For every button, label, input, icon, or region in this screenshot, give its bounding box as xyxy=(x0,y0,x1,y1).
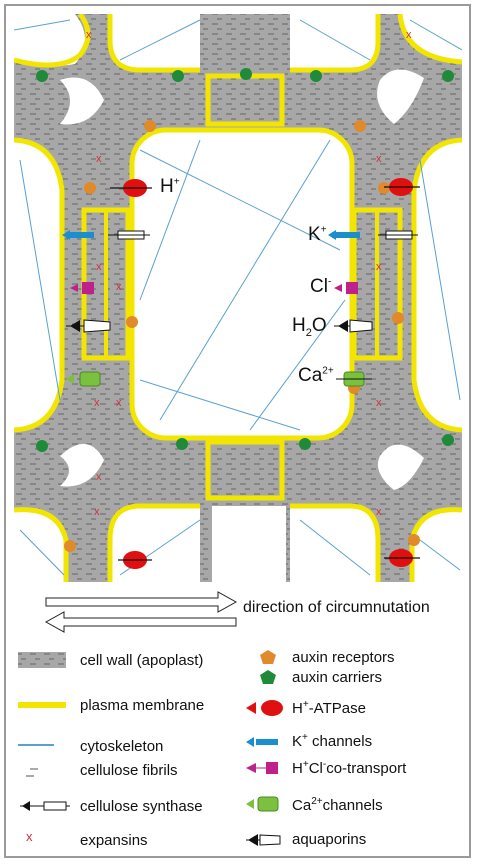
legend-expansins: expansins xyxy=(80,832,148,849)
svg-text:x: x xyxy=(116,281,122,293)
svg-text:x: x xyxy=(96,153,102,165)
cytoskeleton-lines xyxy=(14,19,462,576)
auxin-carriers xyxy=(36,68,454,452)
legend-hcl-cl: Cl xyxy=(308,760,323,777)
legend-ca-sup: 2+ xyxy=(311,796,323,807)
legend-hcl-rest: co-transport xyxy=(326,760,407,777)
legend-hcl-icon xyxy=(266,762,278,774)
legend-symbols: x xyxy=(18,650,283,846)
legend-hcl-sup2: - xyxy=(322,759,327,770)
legend-auxin-receptors: auxin receptors xyxy=(292,649,395,666)
legend-hcl-cotransport: H+Cl-co-transport xyxy=(292,759,406,777)
legend-k-sup: + xyxy=(302,732,308,743)
wall-chamber-bottom xyxy=(205,439,285,501)
legend-h-atpase-rest: -ATPase xyxy=(308,700,366,717)
svg-text:x: x xyxy=(376,153,382,165)
legend-k-channels: K+ channels xyxy=(292,732,372,750)
legend-hcl-h: H xyxy=(292,760,303,777)
ion-label-h2o: H2O xyxy=(292,315,327,339)
ion-label-cl: Cl- xyxy=(310,276,331,298)
legend-carrier-icon xyxy=(260,670,276,684)
legend-plasma-membrane: plasma membrane xyxy=(80,697,205,714)
h-atpase-pumps xyxy=(110,178,420,569)
ion-label-ca: Ca2+ xyxy=(298,365,334,387)
svg-text:x: x xyxy=(94,506,100,518)
svg-text:x: x xyxy=(96,471,102,483)
ion-h2o-o: O xyxy=(311,315,327,336)
legend-atpase-icon xyxy=(261,700,283,716)
svg-text:x: x xyxy=(376,506,382,518)
legend-ca-icon xyxy=(257,796,279,812)
svg-text:x: x xyxy=(376,397,382,409)
legend-h-atpase-sup: + xyxy=(302,699,309,710)
membrane-tl xyxy=(14,14,91,68)
svg-text:x: x xyxy=(94,397,100,409)
legend-k-channel-icon xyxy=(256,739,278,745)
hcl-cotransport xyxy=(70,282,358,294)
ion-label-k: K+ xyxy=(308,224,327,246)
ion-label-h: H+ xyxy=(160,176,180,198)
legend-k-pre: K xyxy=(292,733,303,750)
circumnutation-arrows xyxy=(44,591,238,633)
wall-chamber-top xyxy=(205,73,285,127)
svg-text:x: x xyxy=(376,261,382,273)
expansins-marks: x x x x x x x x x x x x x xyxy=(86,29,412,518)
ca-channels xyxy=(66,371,372,387)
direction-label: direction of circumnutation xyxy=(243,599,430,616)
cell-tissue: x x x x x x x x x x x x x xyxy=(14,14,462,582)
legend-auxin-carriers: auxin carriers xyxy=(292,669,383,686)
legend-cell-wall-icon xyxy=(18,652,66,668)
ion-ca-sup: 2+ xyxy=(322,365,334,377)
legend-cellulose-fibrils: cellulose fibrils xyxy=(80,762,178,779)
ion-cl-text: Cl xyxy=(310,276,328,297)
legend-receptor-icon xyxy=(260,650,276,664)
ion-h2o-sub: 2 xyxy=(305,326,312,339)
ion-k-sup: + xyxy=(320,224,327,236)
svg-text:x: x xyxy=(406,29,412,41)
ion-h-sup: + xyxy=(173,176,180,188)
svg-text:x: x xyxy=(86,29,92,41)
legend-cell-wall: cell wall (apoplast) xyxy=(80,652,204,669)
legend-cytoskeleton: cytoskeleton xyxy=(80,738,164,755)
svg-text:x: x xyxy=(96,261,102,273)
legend-ca-channels: Ca2+channels xyxy=(292,796,383,814)
legend-hcl-sup1: + xyxy=(302,759,309,770)
legend-ca-rest: channels xyxy=(322,797,383,814)
ion-cl-sup: - xyxy=(327,276,332,288)
legend-cellulose-synthase: cellulose synthase xyxy=(80,798,203,815)
aquaporin-arrows xyxy=(66,319,373,333)
legend-h-atpase-h: H xyxy=(292,700,303,717)
legend-h-atpase: H+-ATPase xyxy=(292,699,366,717)
legend-aquaporins: aquaporins xyxy=(292,831,367,848)
ion-h2o-h: H xyxy=(292,315,306,336)
ion-h-text: H xyxy=(160,176,174,197)
ion-ca-text: Ca xyxy=(298,365,323,386)
figure-frame xyxy=(4,4,471,858)
legend-expansin-icon: x xyxy=(26,829,33,844)
ion-k-text: K xyxy=(308,224,321,245)
legend-membrane-icon xyxy=(18,702,66,708)
legend-ca-pre: Ca xyxy=(292,797,312,814)
k-channels xyxy=(62,230,418,240)
svg-text:x: x xyxy=(116,397,122,409)
legend-k-rest: channels xyxy=(307,733,373,750)
